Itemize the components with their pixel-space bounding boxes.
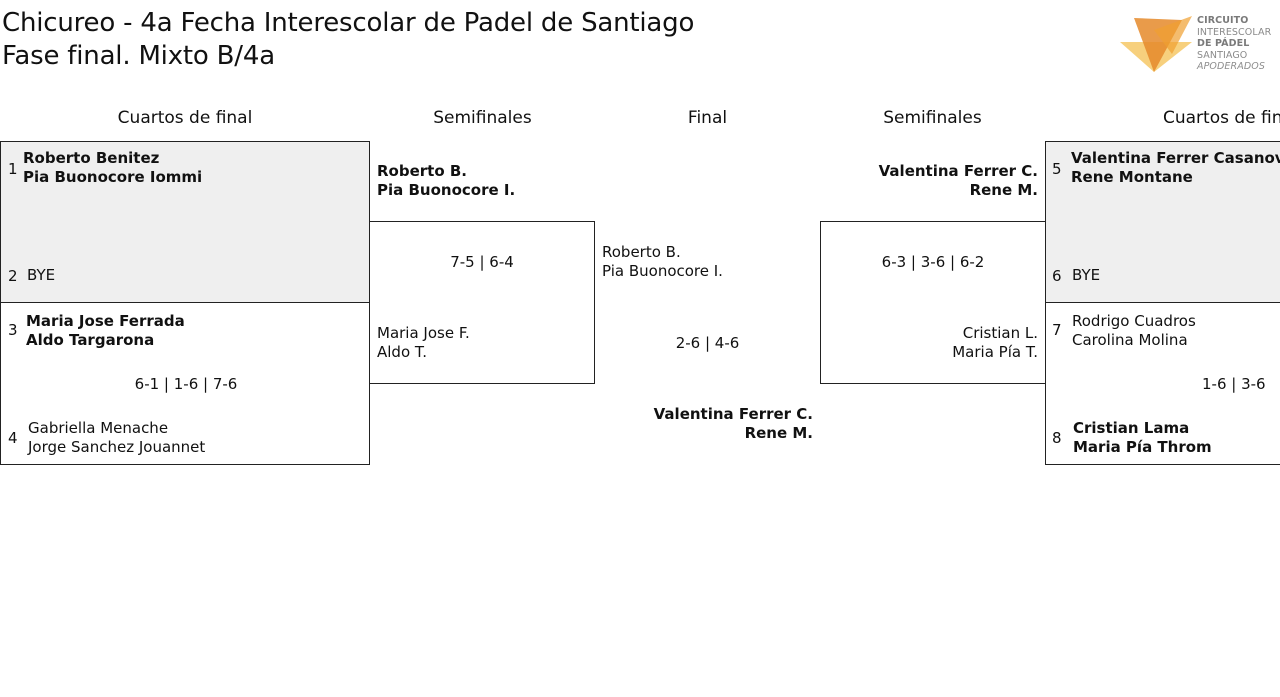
logo-text-line5: APODERADOS — [1197, 61, 1265, 72]
match-box-qf-left-2[interactable]: 3 Maria Jose Ferrada Aldo Targarona 6-1 … — [0, 302, 370, 465]
match-score: 6-3 | 3-6 | 6-2 — [881, 253, 985, 271]
team-name: Rene Montane — [1071, 168, 1193, 186]
team-name-bye: BYE — [27, 266, 56, 284]
header-quarterfinals-left: Cuartos de final — [117, 108, 253, 128]
team-name: Maria Pía Throm — [1073, 438, 1212, 456]
match-box-sf-left[interactable]: 7-5 | 6-4 Maria Jose F. Aldo T. — [369, 221, 595, 384]
header-semifinals-right: Semifinales — [883, 108, 982, 128]
match-score: 1-6 | 3-6 — [1202, 375, 1266, 393]
seed-number: 7 — [1052, 321, 1062, 339]
page-subtitle: Fase final. Mixto B/4a — [2, 41, 275, 71]
team-name: Maria Jose F. — [377, 324, 470, 342]
logo-text-line1: CIRCUITO — [1197, 15, 1249, 26]
seed-number: 4 — [8, 429, 18, 447]
match-score: 6-1 | 1-6 | 7-6 — [134, 375, 238, 393]
sf-right-winner-name: Valentina Ferrer C. — [878, 162, 1038, 180]
team-name: Jorge Sanchez Jouannet — [28, 438, 206, 456]
sf-left-winner-name: Roberto B. — [377, 162, 467, 180]
team-name: Rodrigo Cuadros — [1072, 312, 1196, 330]
match-box-qf-right-1[interactable]: 5 Valentina Ferrer Casanova Rene Montane… — [1045, 141, 1280, 303]
seed-number: 6 — [1052, 267, 1062, 285]
seed-number: 5 — [1052, 160, 1062, 178]
seed-number: 8 — [1052, 429, 1062, 447]
page-title: Chicureo - 4a Fecha Interescolar de Pade… — [2, 8, 695, 38]
team-name: Pia Buonocore Iommi — [23, 168, 203, 186]
circuit-logo: CIRCUITO INTERESCOLAR DE PÁDEL SANTIAGO … — [1118, 14, 1280, 76]
header-semifinals-left: Semifinales — [433, 108, 532, 128]
team-name: Gabriella Menache — [28, 419, 169, 437]
match-box-sf-right[interactable]: 6-3 | 3-6 | 6-2 Cristian L. Maria Pía T. — [820, 221, 1046, 384]
final-team-name: Pia Buonocore I. — [602, 262, 723, 280]
team-name: Cristian Lama — [1073, 419, 1190, 437]
fox-logo-icon — [1120, 16, 1192, 72]
team-name: Aldo T. — [377, 343, 428, 361]
team-name: Maria Jose Ferrada — [26, 312, 185, 330]
team-name: Roberto Benitez — [23, 149, 160, 167]
seed-number: 1 — [8, 160, 18, 178]
final-team-name: Roberto B. — [602, 243, 681, 261]
seed-number: 3 — [8, 321, 18, 339]
team-name: Aldo Targarona — [26, 331, 155, 349]
sf-right-winner-name: Rene M. — [969, 181, 1038, 199]
match-box-qf-left-1[interactable]: 1 Roberto Benitez Pia Buonocore Iommi 2 … — [0, 141, 370, 303]
logo-text-line4: SANTIAGO — [1197, 49, 1248, 61]
match-box-qf-right-2[interactable]: 7 Rodrigo Cuadros Carolina Molina 1-6 | … — [1045, 302, 1280, 465]
logo-text-line3: DE PÁDEL — [1197, 38, 1250, 49]
team-name: Valentina Ferrer Casanova — [1071, 149, 1280, 167]
champion-team-name: Rene M. — [744, 424, 813, 442]
team-name: Cristian L. — [962, 324, 1038, 342]
header-quarterfinals-right: Cuartos de final — [1163, 108, 1280, 128]
logo-text-line2: INTERESCOLAR — [1197, 26, 1272, 38]
match-score: 7-5 | 6-4 — [450, 253, 514, 271]
seed-number: 2 — [8, 267, 18, 285]
team-name-bye: BYE — [1072, 266, 1101, 284]
sf-left-winner-name: Pia Buonocore I. — [377, 181, 516, 199]
team-name: Maria Pía T. — [952, 343, 1038, 361]
team-name: Carolina Molina — [1072, 331, 1188, 349]
champion-team-name: Valentina Ferrer C. — [653, 405, 813, 423]
header-final: Final — [687, 108, 728, 128]
final-score: 2-6 | 4-6 — [675, 334, 740, 352]
